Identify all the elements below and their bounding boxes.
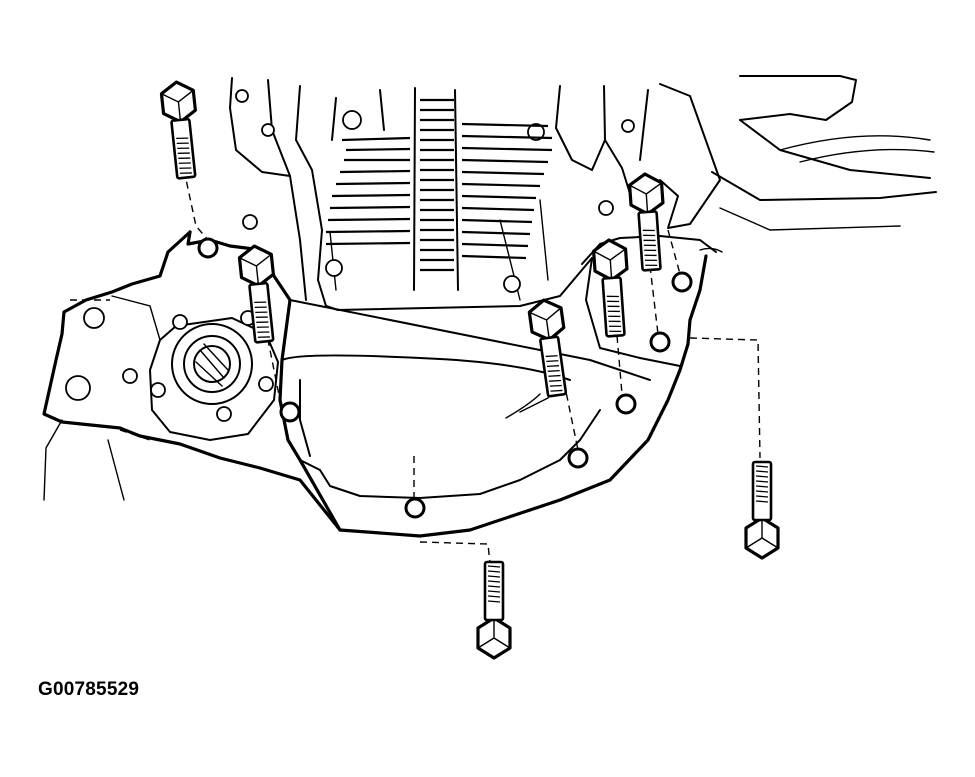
cooling-fins: [325, 98, 553, 272]
bolt-6: [476, 560, 512, 660]
bolt-2: [236, 242, 282, 345]
engine-upper-body: [229, 75, 937, 311]
pump-housing: [43, 295, 279, 501]
bolt-5: [627, 171, 670, 273]
bolt-1: [158, 78, 204, 181]
bolt-3: [526, 296, 575, 400]
alignment-lines: [183, 169, 761, 565]
bolt-7: [744, 460, 780, 560]
bolt-4: [591, 237, 634, 339]
bolts: [158, 78, 780, 660]
figure-id-label: G00785529: [38, 679, 140, 700]
